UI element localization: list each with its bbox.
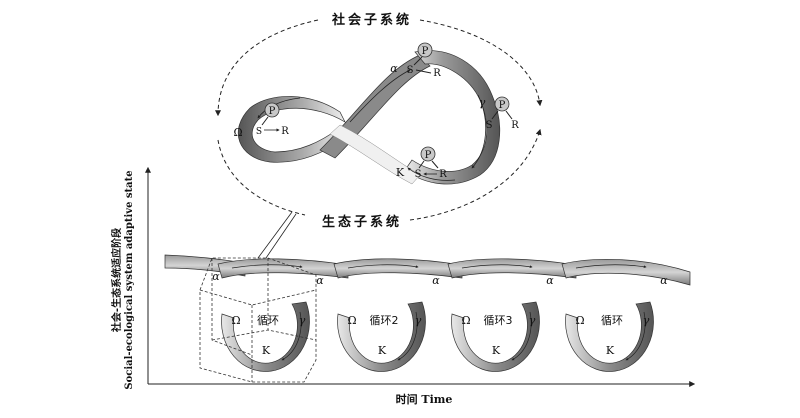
node-s-label: S <box>415 169 422 180</box>
gamma-label: γ <box>643 314 650 327</box>
loop-label: 循环2 <box>370 314 399 327</box>
gamma-label-top: γ <box>479 96 486 109</box>
node-p <box>417 42 433 58</box>
psr-node-top: P S R α <box>390 42 441 79</box>
alpha-label: α <box>546 274 554 287</box>
gamma-label: γ <box>415 314 422 327</box>
subsystem-ellipse <box>215 19 543 221</box>
gamma-label: γ <box>529 314 536 327</box>
node-s-label: S <box>486 120 493 131</box>
x-axis-label: 时间 Time <box>396 392 453 406</box>
omega-label-top: Ω <box>233 126 242 139</box>
node-s-label: S <box>407 65 414 76</box>
k-label: K <box>492 344 501 357</box>
alpha-label: α <box>432 274 440 287</box>
alpha-label-top: α <box>390 62 398 75</box>
omega-label: Ω <box>575 314 584 327</box>
omega-label: Ω <box>347 314 356 327</box>
node-p-label: P <box>425 150 432 161</box>
node-p-label: P <box>499 100 506 111</box>
k-label-top: K <box>396 166 405 179</box>
axes <box>145 166 696 387</box>
k-label: K <box>606 344 615 357</box>
k-label: K <box>378 344 387 357</box>
zoom-connector <box>257 211 293 259</box>
psr-node-left: P S R Ω <box>233 102 289 139</box>
zoom-cube <box>199 257 317 383</box>
y-axis-label-en: Social-ecological system adaptive state <box>124 170 135 389</box>
node-p-label: P <box>422 46 429 57</box>
node-s-label: S <box>256 127 262 137</box>
node-r-label: R <box>281 126 289 137</box>
node-r-label: R <box>511 120 519 131</box>
psr-node-bottom: P S R K <box>396 146 447 180</box>
gamma-label: γ <box>299 314 306 327</box>
alpha-label: α <box>316 274 324 287</box>
node-r-label: R <box>439 169 447 180</box>
alpha-label: α <box>660 274 668 287</box>
loop-label: 循环3 <box>484 314 513 327</box>
ecological-subsystem-title: 生态子系统 <box>322 214 402 230</box>
node-p-label: P <box>269 106 276 117</box>
omega-label: Ω <box>461 314 470 327</box>
y-axis-label-cn: 社会-生态系统适应阶段 <box>110 228 123 333</box>
k-label: K <box>262 344 271 357</box>
figure-eight-ribbon <box>237 50 501 185</box>
alpha-label-start: α <box>212 270 220 283</box>
psr-node-right: P S R γ <box>479 96 520 131</box>
omega-label: Ω <box>231 314 240 327</box>
loop-label: 循环 <box>601 314 623 327</box>
node-r-label: R <box>433 68 441 79</box>
social-subsystem-title: 社会子系统 <box>331 12 412 28</box>
